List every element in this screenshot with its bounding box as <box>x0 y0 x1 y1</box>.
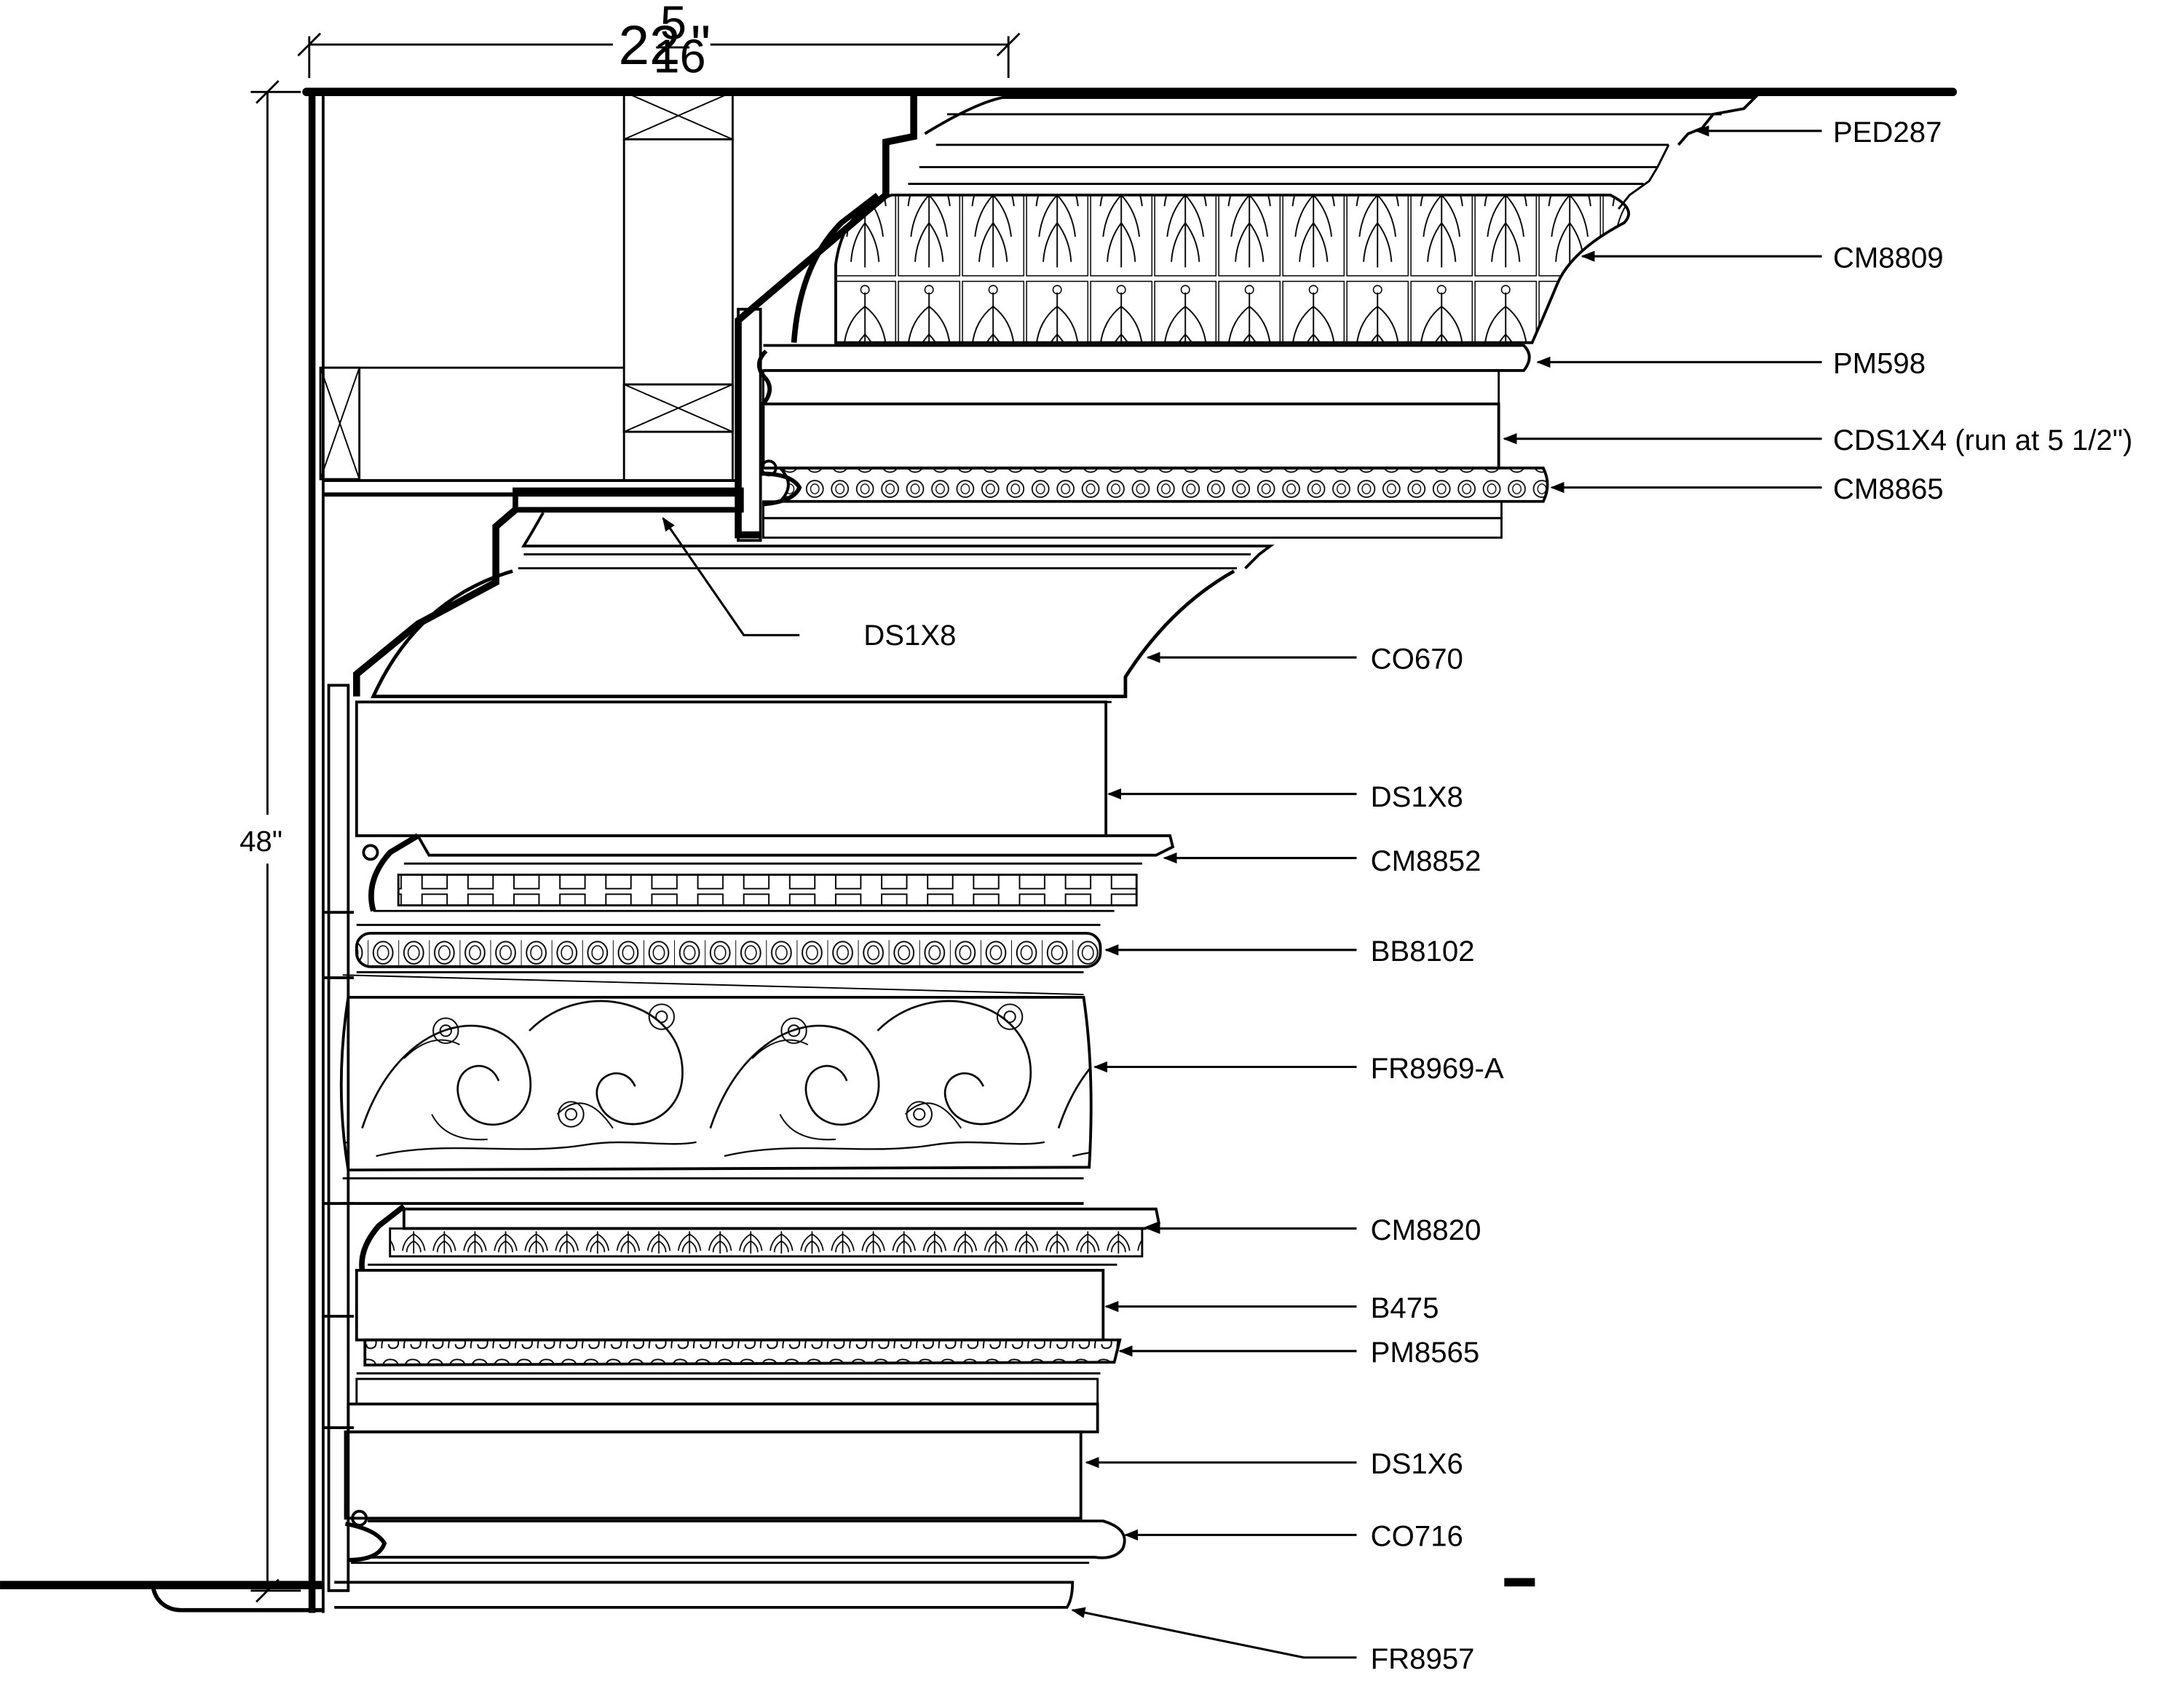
width-dimension-numerator: 5 <box>660 0 687 50</box>
width-dimension-line <box>297 32 1021 79</box>
label-ds1x8-upper: DS1X8 <box>863 619 956 652</box>
cm8809-profile <box>791 192 1631 344</box>
pm8565-profile <box>347 1338 1122 1433</box>
ds1x6-profile <box>344 1430 1083 1520</box>
width-dimension-whole: 22 <box>619 15 681 76</box>
floor-line <box>0 1578 1535 1613</box>
co716-profile <box>344 1509 1126 1565</box>
label-co670: CO670 <box>1371 642 1463 675</box>
label-pm598: PM598 <box>1833 347 1926 380</box>
fr8969a-profile <box>339 995 1093 1205</box>
ds1x8-lower-profile <box>355 700 1108 837</box>
label-ped287: PED287 <box>1833 116 1942 149</box>
bb8102-profile <box>342 923 1102 995</box>
label-cds1x4: CDS1X4 (run at 5 1/2") <box>1833 424 2133 456</box>
ds1x8-upper-profile <box>513 487 744 513</box>
width-dimension-denominator: 16 <box>653 29 705 82</box>
label-b475: B475 <box>1371 1292 1439 1324</box>
label-fr8957: FR8957 <box>1371 1642 1475 1675</box>
label-cm8809: CM8809 <box>1833 241 1944 274</box>
fr8957-profile <box>334 1581 1075 1609</box>
leader-lines <box>662 125 1822 1659</box>
wall-framing <box>308 90 739 1613</box>
label-ds1x8-lower: DS1X8 <box>1371 780 1463 813</box>
label-cm8865: CM8865 <box>1833 472 1944 505</box>
label-fr8969a: FR8969-A <box>1371 1052 1504 1085</box>
label-bb8102: BB8102 <box>1371 935 1475 968</box>
pm598-profile <box>756 344 1531 406</box>
label-co716: CO716 <box>1371 1520 1463 1553</box>
label-ds1x6: DS1X6 <box>1371 1447 1463 1480</box>
b475-profile <box>355 1268 1105 1342</box>
height-dimension-line <box>250 79 301 1603</box>
width-dimension-unit: " <box>691 15 711 76</box>
cm8820-profile <box>359 1203 1161 1271</box>
cm8865-profile <box>760 466 1549 539</box>
label-cm8852: CM8852 <box>1371 844 1481 877</box>
label-pm8565: PM8565 <box>1371 1336 1480 1369</box>
height-dimension: 48" <box>240 825 282 858</box>
cm8852-profile <box>362 833 1175 912</box>
label-cm8820: CM8820 <box>1371 1214 1481 1246</box>
